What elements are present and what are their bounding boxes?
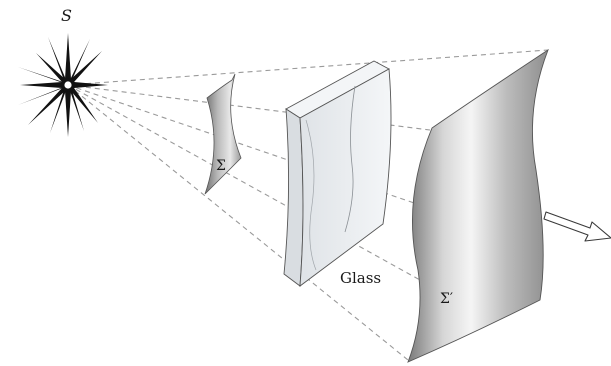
hollow-arrow-icon [544, 212, 611, 241]
final-wavefront-label: Σ′ [440, 292, 453, 306]
glass-slab [284, 61, 391, 286]
initial-wavefront-label: Σ [216, 159, 226, 173]
initial-wavefront [205, 74, 241, 194]
ray-top [68, 50, 548, 85]
glass-label: Glass [340, 271, 381, 286]
star-burst-icon [18, 33, 108, 137]
source-label: S [61, 8, 72, 24]
final-wavefront [408, 50, 548, 362]
glass-side-face [284, 109, 303, 286]
